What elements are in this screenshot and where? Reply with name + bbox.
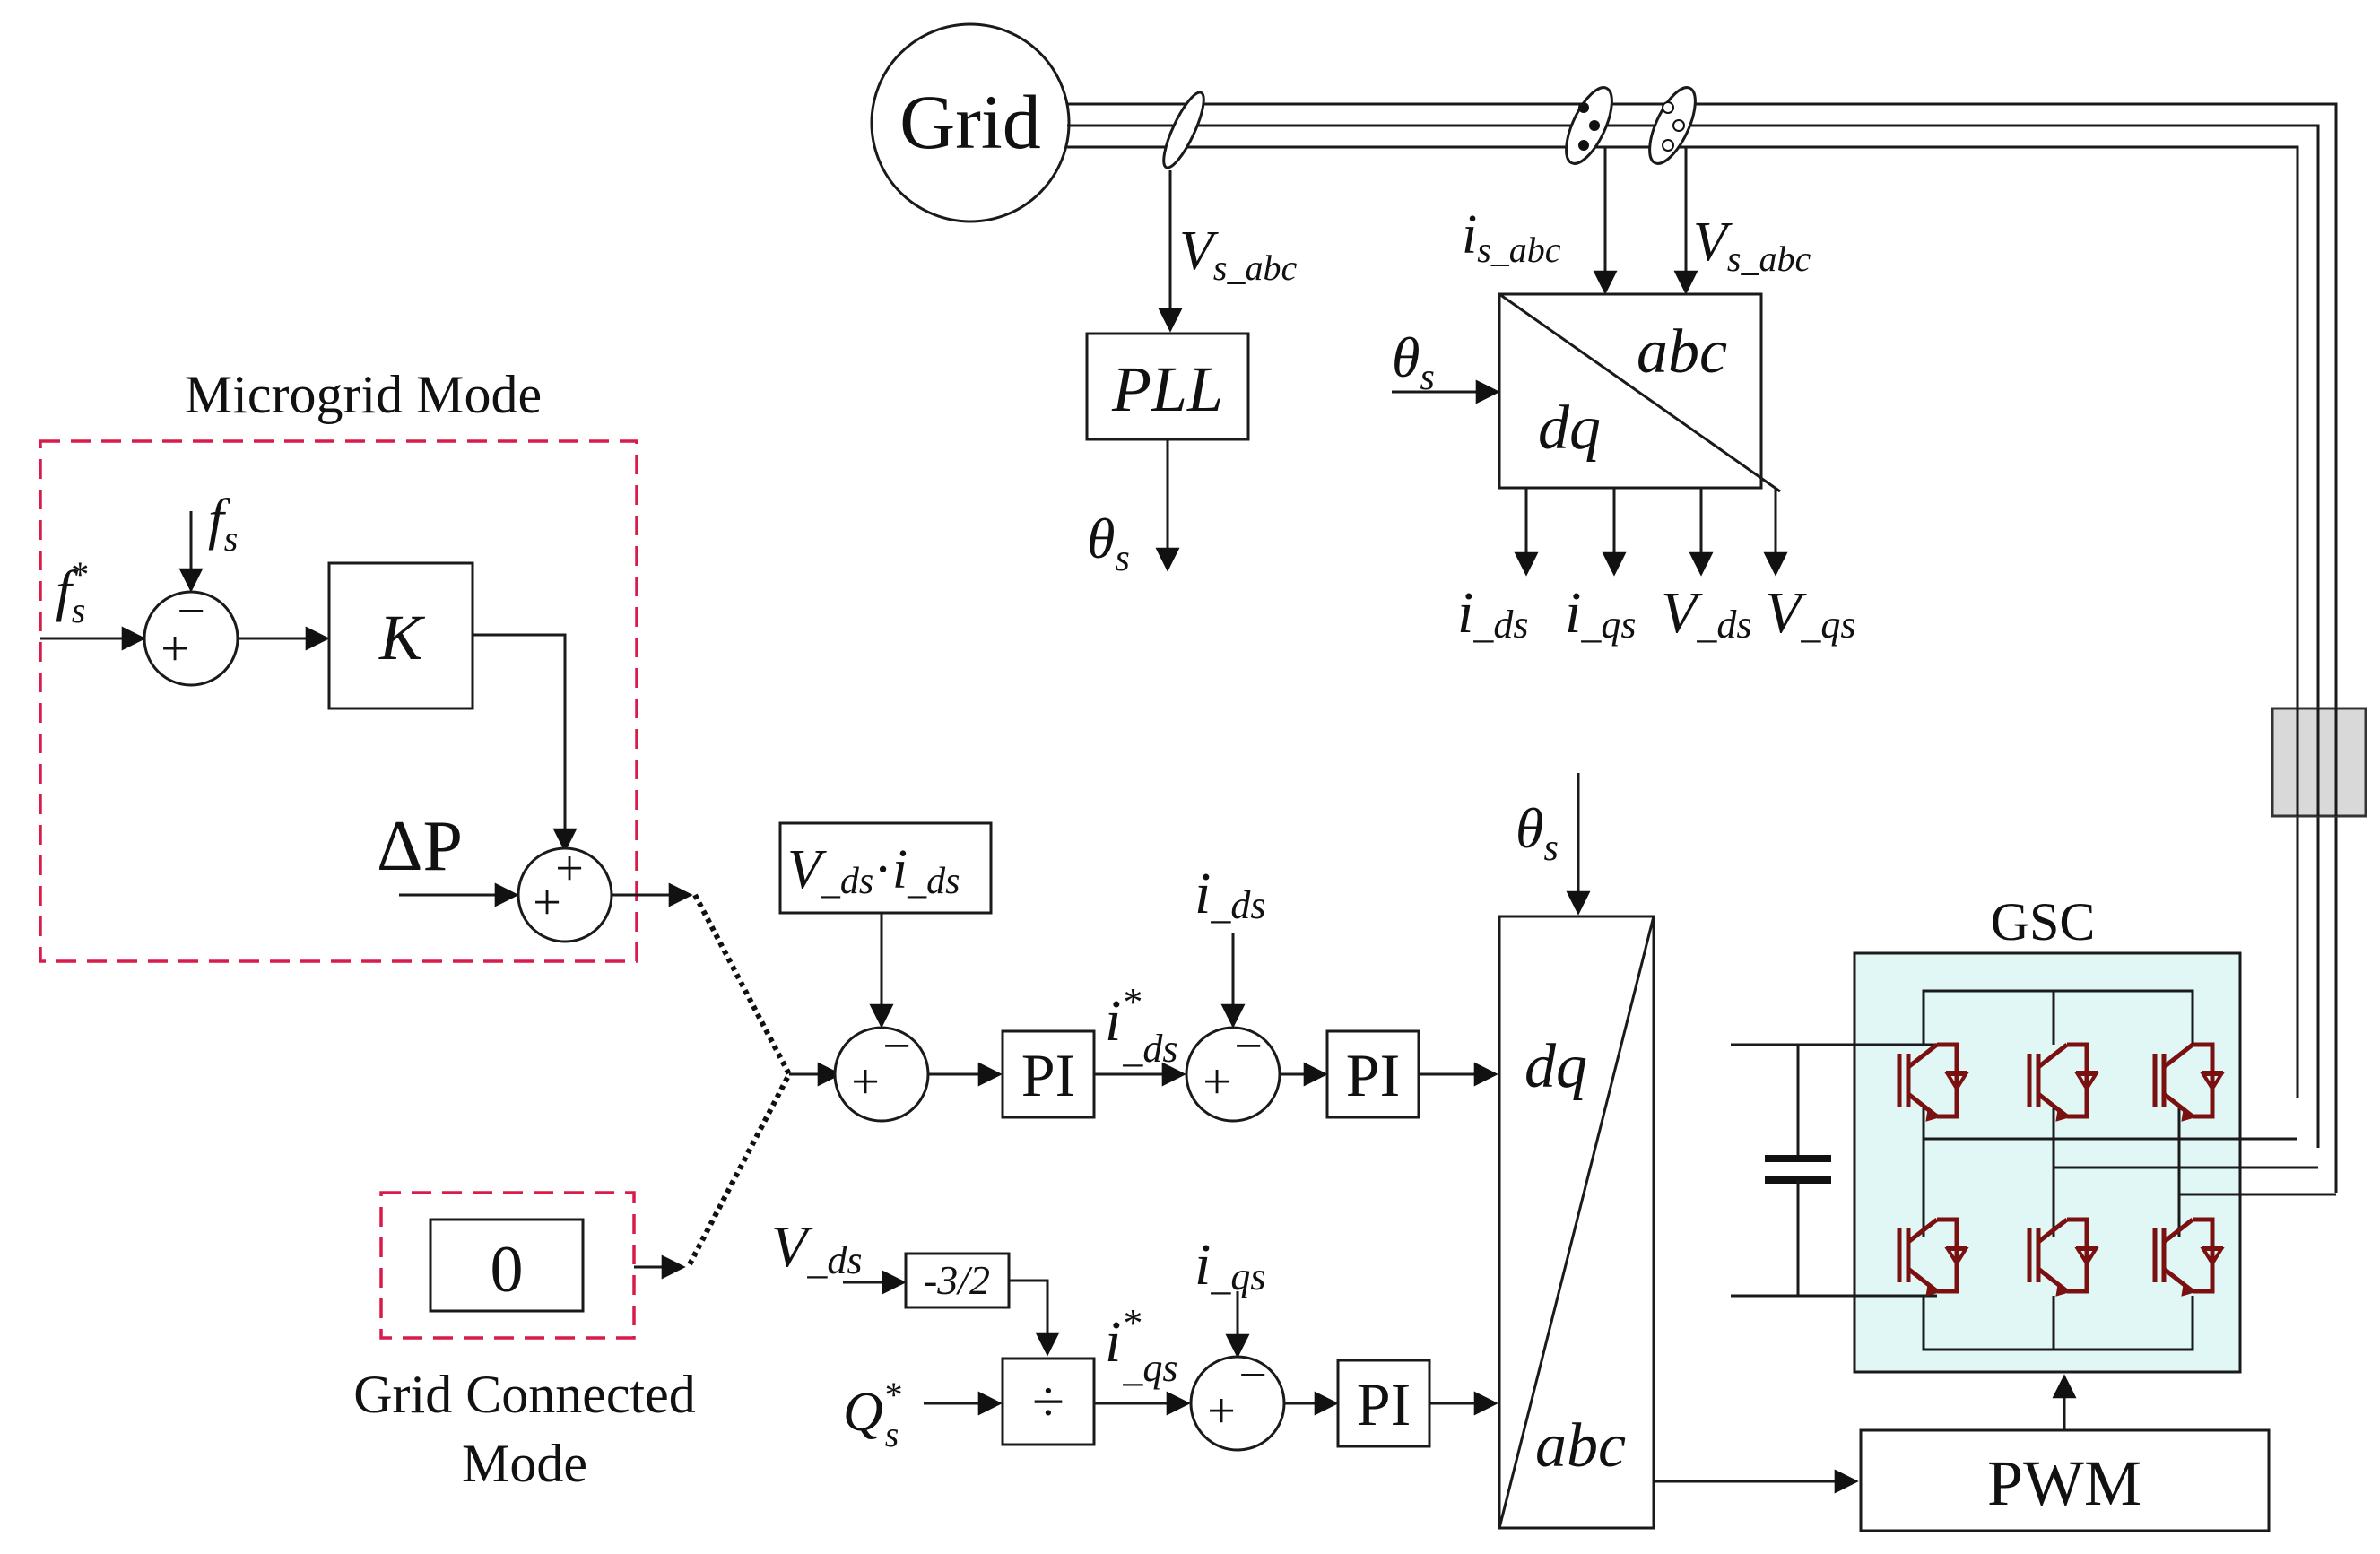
svg-text:+: + (851, 1055, 880, 1110)
pwm-section: PWM (1859, 1374, 2271, 1532)
divide-block (1001, 1357, 1096, 1446)
grid-connected-title-2: Mode (462, 1434, 587, 1493)
microgrid-mode-section: Microgrid Mode fs* fs + − K ΔP + + (39, 365, 693, 963)
gain-k-block (327, 561, 474, 710)
svg-text:+: + (555, 841, 584, 897)
svg-text:−: − (882, 1019, 911, 1074)
output-iqs: i_qs (1565, 580, 1636, 647)
pll-input-label: Vs_abc (1179, 221, 1297, 288)
three-phase-lines (1067, 86, 2367, 1193)
inverse-transform-lower: abc (1535, 1411, 1626, 1480)
power-error-junction (833, 1026, 930, 1123)
zero-block (429, 1218, 585, 1313)
transform-bottom-theta: θs (1516, 796, 1559, 869)
pwm-label: PWM (1987, 1447, 2141, 1519)
gain-label: -3/2 (924, 1257, 990, 1303)
ids-feedback-label: i_ds (1194, 861, 1265, 927)
svg-text:+: + (161, 621, 189, 677)
gsc-converter: GSC (1731, 892, 2336, 1374)
output-vqs: V_qs (1765, 580, 1855, 647)
pll-section: Vs_abc PLL θs (1085, 170, 1297, 579)
pll-theta-output: θs (1087, 507, 1130, 579)
output-ids: i_ds (1457, 580, 1528, 647)
output-vds: V_ds (1661, 580, 1751, 647)
divide-label: ÷ (1032, 1369, 1064, 1435)
pi-current-q-label: PI (1357, 1370, 1411, 1438)
pi-current-q-block (1336, 1359, 1431, 1448)
abc-dq-transform: is_abc Vs_abc abc dq θs i_ds i_qs V_ds V… (1392, 148, 1855, 647)
grid-connected-title-1: Grid Connected (353, 1365, 696, 1424)
delta-p-label: ΔP (377, 807, 463, 886)
grid-connected-section: 0 Grid Connected Mode (353, 1191, 696, 1493)
igbt-switch-upper-a (1897, 1042, 1969, 1122)
igbt-switch-lower-c (2152, 1217, 2225, 1297)
power-product-label: V_ds·i_ds (787, 839, 960, 902)
gsc-box (1853, 951, 2242, 1374)
microgrid-title: Microgrid Mode (185, 365, 542, 424)
svg-text:−: − (177, 584, 205, 639)
iqs-ref-label: i*_qs (1105, 1301, 1177, 1390)
gain-k-label: K (378, 602, 426, 673)
svg-text:−: − (1238, 1348, 1267, 1403)
igbt-switch-lower-a (1897, 1217, 1969, 1297)
voltage-input-label: Vs_abc (1693, 212, 1811, 279)
svg-text:+: + (533, 875, 561, 931)
iqs-feedback-label: i_qs (1194, 1232, 1265, 1298)
svg-text:+: + (1203, 1055, 1231, 1110)
pll-block (1085, 332, 1250, 441)
transform-theta: θs (1392, 326, 1435, 398)
mode-selector-switch (686, 893, 842, 1268)
vds-input-label: V_ds (771, 1214, 862, 1282)
q-ref-label: Q*s (843, 1375, 901, 1454)
gain-block (904, 1252, 1011, 1309)
pll-label: PLL (1111, 353, 1223, 425)
current-input-label: is_abc (1462, 204, 1561, 270)
pi-power-block (1001, 1029, 1096, 1119)
ids-ref-label: i*_ds (1105, 980, 1177, 1071)
grid-label: Grid (899, 79, 1041, 165)
pi-power-label: PI (1021, 1041, 1075, 1109)
igbt-switch-lower-b (2027, 1217, 2099, 1297)
power-product-block (778, 821, 993, 915)
grid-connected-dashed-box (379, 1191, 636, 1340)
dq-abc-transform: θs dq abc (1498, 773, 1859, 1530)
transform-lower: dq (1538, 394, 1601, 463)
iqs-error-junction (1189, 1355, 1286, 1452)
grid-source: Grid (870, 22, 1071, 223)
igbt-switch-upper-c (2152, 1042, 2225, 1122)
zero-label: 0 (491, 1233, 524, 1307)
fs-label: fs (208, 487, 238, 559)
svg-text:−: − (1234, 1019, 1263, 1074)
pi-current-d-label: PI (1346, 1041, 1400, 1109)
fs-ref-label: fs* (56, 554, 87, 630)
svg-text:+: + (1207, 1384, 1236, 1439)
pi-current-d-block (1325, 1029, 1420, 1119)
gsc-label: GSC (1991, 892, 2096, 951)
microgrid-dashed-box (39, 439, 638, 963)
q-axis-loop: V_ds -3/2 Q*s ÷ i*_qs i_qs + − PI (771, 1214, 1498, 1454)
d-axis-loop: V_ds·i_ds + − PI i*_ds i_ds + − PI (778, 821, 1498, 1123)
igbt-switch-upper-b (2027, 1042, 2099, 1122)
ids-error-junction (1185, 1026, 1281, 1123)
inverse-transform-upper: dq (1524, 1032, 1587, 1101)
transform-upper: abc (1637, 317, 1727, 386)
